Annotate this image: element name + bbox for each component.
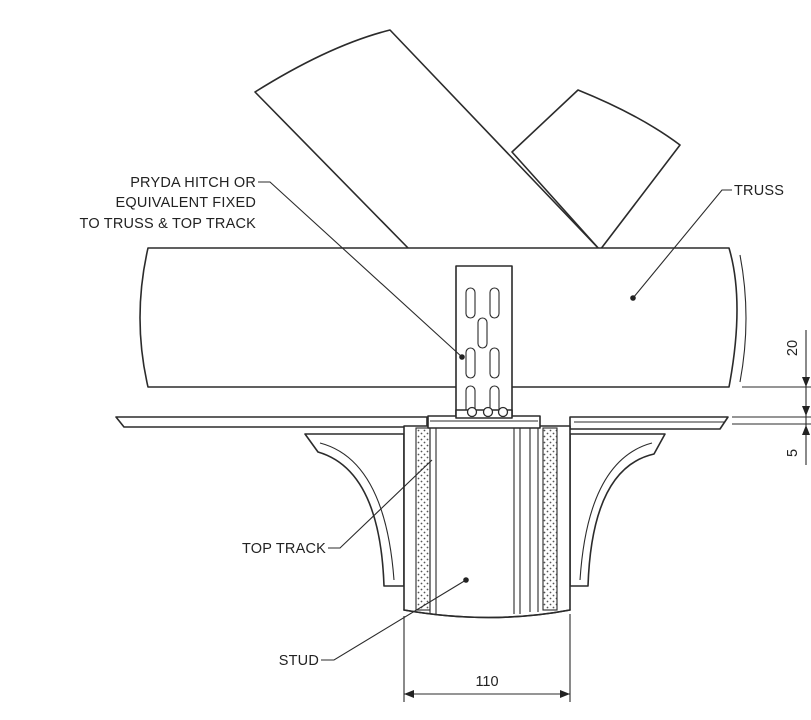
dim-gap-bottom: 5 <box>785 449 801 457</box>
truss-web-members <box>254 29 681 251</box>
label-truss: TRUSS <box>734 183 784 199</box>
cornice-right <box>569 433 666 587</box>
label-hitch-line3: TO TRUSS & TOP TRACK <box>80 216 257 232</box>
stud-assembly <box>403 425 571 619</box>
batten-left <box>115 416 428 428</box>
truss-chord-end-right <box>739 254 747 383</box>
dim-gap-top: 20 <box>785 340 801 356</box>
lining-right <box>542 427 558 611</box>
hitch-plate <box>455 265 513 417</box>
truss-web-left <box>254 29 601 251</box>
screw-mid <box>482 406 494 418</box>
pryda-hitch <box>455 265 513 419</box>
dim-stud-width: 110 <box>475 674 498 690</box>
dimension-horizontal <box>403 614 571 702</box>
label-top-track: TOP TRACK <box>242 541 326 557</box>
truss-web-right <box>511 89 681 251</box>
label-hitch-line1: PRYDA HITCH OR <box>130 175 256 191</box>
label-stud: STUD <box>279 653 319 669</box>
cornice-brackets <box>304 433 666 587</box>
batten-right <box>569 416 729 430</box>
lining-left <box>415 427 431 611</box>
label-hitch-line2: EQUIVALENT FIXED <box>116 195 256 211</box>
leaders <box>258 181 732 661</box>
screw-right <box>497 406 509 418</box>
truss-bottom-chord <box>139 247 738 388</box>
dimension-vertical <box>732 330 811 465</box>
screw-left <box>466 406 478 418</box>
cornice-left <box>304 433 405 587</box>
